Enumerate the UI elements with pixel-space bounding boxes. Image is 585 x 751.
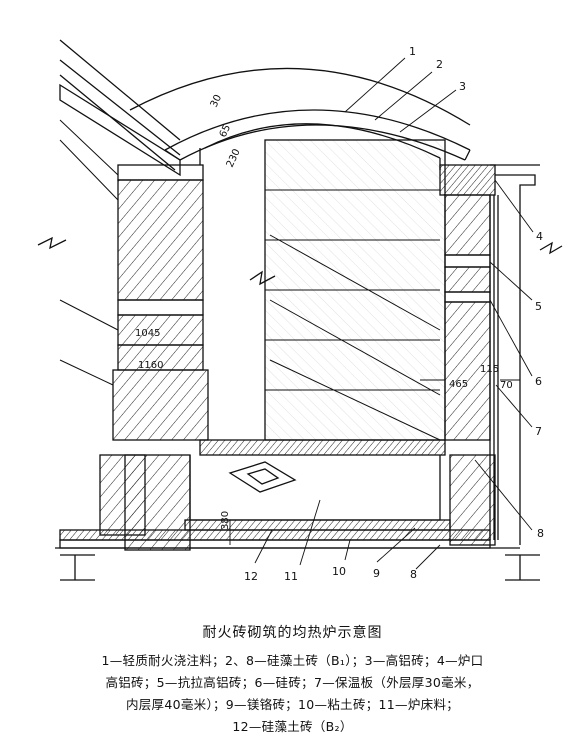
callout-1: 1 bbox=[409, 45, 416, 58]
hearth-bed bbox=[189, 455, 441, 521]
break-mark-left bbox=[37, 236, 67, 250]
right-wall-mid bbox=[444, 266, 491, 293]
roof-layer-outer bbox=[129, 67, 471, 126]
callout-11: 11 bbox=[284, 570, 298, 583]
right-wall-upper bbox=[444, 194, 491, 256]
dim-70: 70 bbox=[500, 380, 513, 391]
break-mark-right bbox=[539, 241, 563, 255]
callout-2: 2 bbox=[436, 58, 443, 71]
callout-8a: 8 bbox=[537, 527, 544, 540]
dim-65: 65 bbox=[218, 123, 233, 139]
hearth-band-12 bbox=[199, 439, 446, 456]
roof-layer-mid bbox=[164, 109, 471, 151]
left-wall-mid bbox=[117, 314, 204, 346]
dim-1045: 1045 bbox=[135, 328, 160, 339]
left-wall-upper bbox=[117, 179, 204, 301]
dim-30: 30 bbox=[209, 93, 224, 109]
callout-8b: 8 bbox=[410, 568, 417, 581]
callout-5: 5 bbox=[535, 300, 542, 313]
dim-465: 465 bbox=[449, 379, 468, 390]
callout-12: 12 bbox=[244, 570, 258, 583]
left-wall-cap bbox=[117, 164, 204, 181]
callout-10: 10 bbox=[332, 565, 346, 578]
dim-1160: 1160 bbox=[138, 360, 163, 371]
floor-layer-10 bbox=[59, 529, 491, 541]
dim-380: 380 bbox=[220, 511, 231, 530]
legend-line-4: 12—硅藻土砖（B₂） bbox=[232, 719, 353, 734]
break-mark-mid bbox=[249, 270, 276, 286]
outer-casing-left bbox=[59, 39, 181, 171]
callout-3: 3 bbox=[459, 80, 466, 93]
right-wall-band2 bbox=[444, 291, 491, 303]
callout-9: 9 bbox=[373, 567, 380, 580]
left-steel-beam bbox=[60, 554, 95, 581]
legend-line-3: 内层厚40毫米）；9—镁铬砖；10—粘土砖；11—炉床料； bbox=[125, 697, 460, 712]
dim-230: 230 bbox=[225, 147, 243, 169]
left-wall-mid2 bbox=[117, 344, 204, 371]
dim-115: 115 bbox=[480, 364, 499, 375]
legend-line-2: 高铝砖；5—抗拉高铝砖；6—硅砖；7—保温板（外层厚30毫米， bbox=[105, 675, 480, 690]
right-steel-beam bbox=[505, 554, 540, 581]
left-wall-band bbox=[117, 299, 204, 316]
callout-7: 7 bbox=[535, 425, 542, 438]
left-wall-lower bbox=[112, 369, 209, 441]
legend-line-1: 1—轻质耐火浇注料；2、8—硅藻土砖（B₁）；3—高铝砖；4—炉口 bbox=[101, 653, 484, 668]
callout-4: 4 bbox=[536, 230, 543, 243]
right-wall-band1 bbox=[444, 254, 491, 268]
left-casing-panel bbox=[59, 83, 181, 177]
leader-lines bbox=[229, 57, 534, 570]
hearth-marker bbox=[228, 461, 297, 493]
right-wall-lower bbox=[444, 301, 491, 441]
callout-6: 6 bbox=[535, 375, 542, 388]
figure-title: 耐火砖砌筑的均热炉示意图 bbox=[202, 625, 383, 641]
right-wall-cap bbox=[439, 164, 496, 196]
furnace-diagram: 1 2 3 4 5 6 7 8 9 10 11 12 8 30 65 230 1… bbox=[37, 39, 563, 583]
